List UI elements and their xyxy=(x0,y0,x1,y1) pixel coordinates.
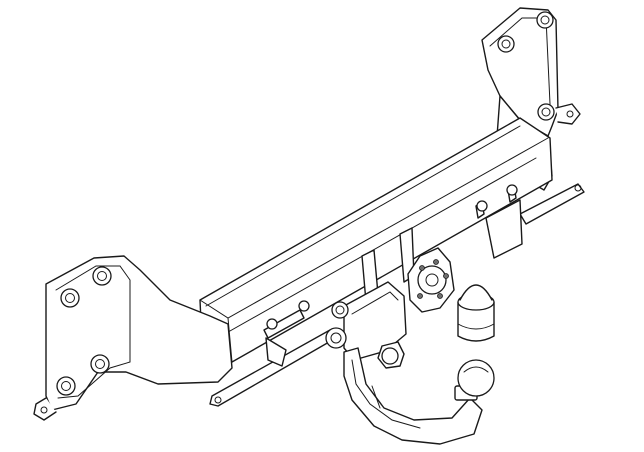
left-bolt-group xyxy=(263,300,310,367)
locking-knob xyxy=(381,347,399,365)
ball-neck-receiver xyxy=(325,281,407,369)
electrical-socket-plate xyxy=(407,247,455,313)
right-mounting-bracket xyxy=(481,7,581,137)
bolt-nut xyxy=(497,35,515,53)
bolt-nut xyxy=(60,288,80,308)
tow-ball xyxy=(457,359,495,397)
center-nut xyxy=(325,327,347,349)
bolt-nut xyxy=(92,266,112,286)
bolt-nut xyxy=(536,11,554,29)
left-lower-strap xyxy=(209,329,337,407)
right-strap-plate xyxy=(485,199,523,259)
tow-ball-cover-cap xyxy=(457,284,495,342)
bolt-nut xyxy=(56,376,76,396)
right-bolt-group xyxy=(475,184,518,219)
center-nut xyxy=(331,301,349,319)
left-mounting-bracket xyxy=(33,255,233,421)
right-lower-strap xyxy=(519,183,585,225)
detachable-tow-ball xyxy=(343,347,495,445)
bolt-nut xyxy=(537,103,555,121)
bolt-nut xyxy=(90,354,110,374)
